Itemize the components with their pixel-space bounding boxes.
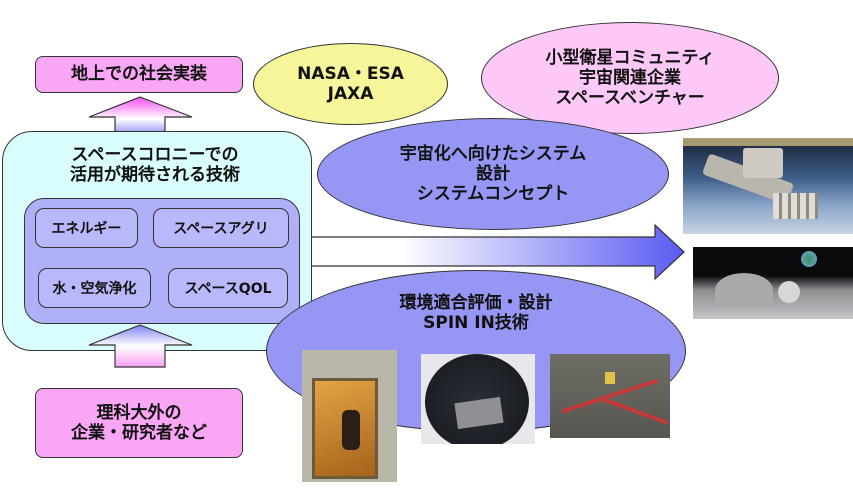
tile-energy: エネルギー bbox=[35, 208, 138, 248]
lunar-base-photo bbox=[693, 247, 853, 319]
colony-tech-title-line1: スペースコロニーでの bbox=[71, 145, 239, 165]
colony-tech-title-line2: 活用が期待される技術 bbox=[70, 165, 240, 186]
tile-water-air-purification: 水・空気浄化 bbox=[38, 268, 151, 308]
colony-tech-title: スペースコロニーでの 活用が期待される技術 bbox=[20, 145, 290, 185]
system-design-ellipse: 宇宙化へ向けたシステム 設計 システムコンセプト bbox=[317, 118, 669, 230]
test-chamber-photo bbox=[302, 350, 397, 482]
harness-photo bbox=[550, 354, 670, 438]
right-arrow bbox=[304, 223, 685, 281]
social-implementation-box: 地上での社会実装 bbox=[35, 56, 243, 93]
iss-photo bbox=[683, 138, 853, 234]
tile-space-agri: スペースアグリ bbox=[153, 208, 289, 248]
agencies-ellipse: NASA・ESA JAXA bbox=[253, 43, 448, 125]
community-ellipse: 小型衛星コミュニティ 宇宙関連企業 スペースベンチャー bbox=[481, 22, 779, 134]
partners-box: 理科大外の 企業・研究者など bbox=[35, 388, 243, 458]
tile-space-qol: スペースQOL bbox=[168, 268, 288, 308]
vacuum-chamber-photo bbox=[421, 354, 535, 444]
